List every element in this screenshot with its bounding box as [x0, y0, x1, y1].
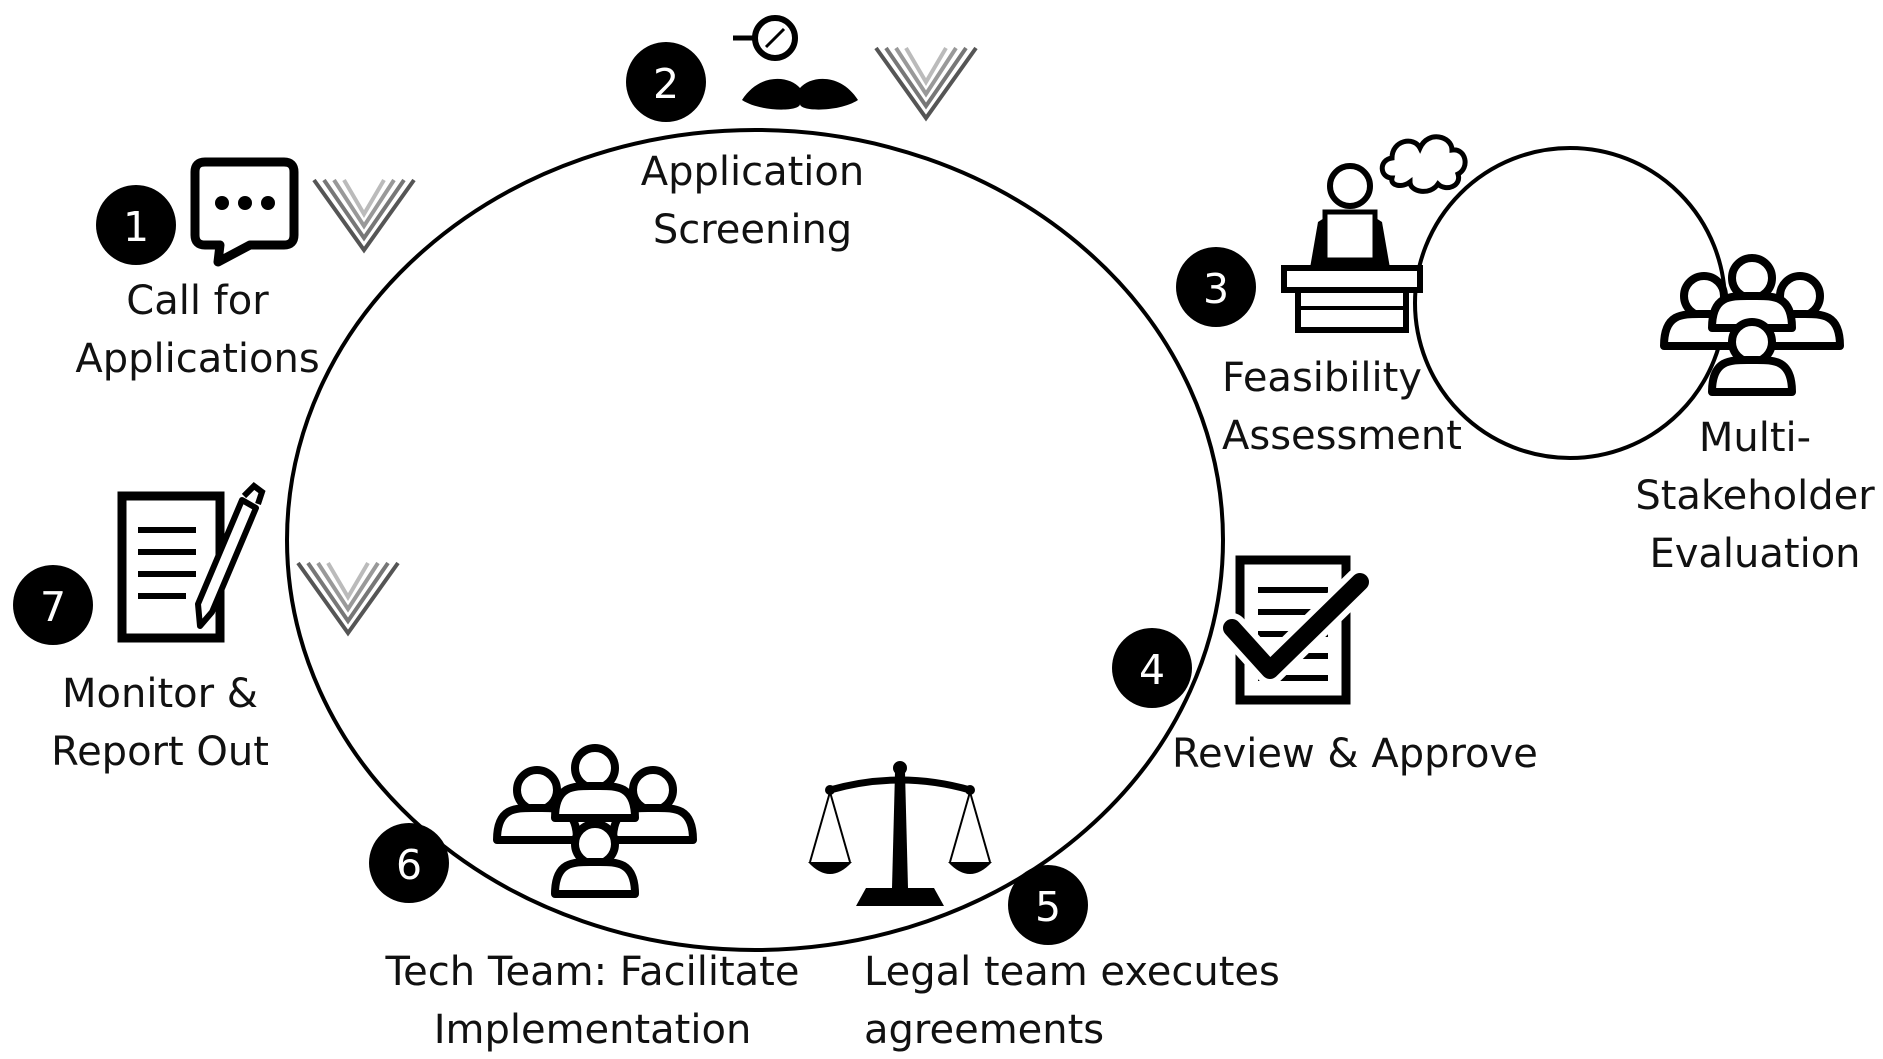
step-label-7: Monitor & Report Out: [30, 665, 290, 781]
step-6: 6: [369, 748, 693, 903]
step-badge-4: 4: [1112, 628, 1192, 708]
svg-text:2: 2: [653, 60, 679, 108]
svg-text:5: 5: [1035, 883, 1061, 931]
step-label-line: Assessment: [1222, 413, 1462, 459]
step-label-line: Report Out: [51, 729, 269, 775]
step-label-line: Review & Approve: [1172, 731, 1538, 777]
step-badge-5: 5: [1008, 865, 1088, 945]
step-badge-3: 3: [1176, 247, 1256, 327]
step-badge-2: 2: [626, 42, 706, 122]
step-badge-6: 6: [369, 823, 449, 903]
step-3: 3: [1176, 134, 1468, 333]
step-label-5: Legal team executes agreements: [864, 943, 1284, 1059]
person-at-desk-icon: [1281, 134, 1468, 333]
step-label-3: Feasibility Assessment: [1222, 349, 1482, 465]
step-label-2: Application Screening: [625, 143, 880, 259]
step-badge-1: 1: [96, 185, 176, 265]
step-label-line: Screening: [652, 207, 853, 253]
step-label-line: Monitor &: [62, 671, 258, 717]
checklist-icon: [1217, 555, 1375, 705]
step-2: 2: [626, 15, 978, 122]
step-1: 1: [96, 157, 416, 267]
svg-text:3: 3: [1203, 265, 1229, 313]
chat-bubble-icon: [190, 157, 299, 267]
step-badge-7: 7: [13, 565, 93, 645]
step-label-line: Application: [640, 149, 865, 195]
team-icon: [497, 748, 693, 894]
step-label-line: Call for: [126, 278, 269, 324]
step-label-6: Tech Team: Facilitate Implementation: [380, 943, 805, 1059]
step-label-line: agreements: [864, 1007, 1105, 1053]
step-label-line: Implementation: [433, 1007, 752, 1053]
step-label-line: Tech Team: Facilitate: [385, 949, 800, 995]
step-label-1: Call for Applications: [70, 272, 325, 388]
svg-text:1: 1: [123, 203, 149, 251]
organization-logo-icon: [874, 46, 978, 120]
scales-icon: [808, 761, 992, 906]
side-process-label-line: Stakeholder: [1635, 473, 1875, 519]
step-4: 4: [1112, 555, 1375, 708]
side-process-label-line: Multi-: [1698, 415, 1812, 461]
step-5: 5: [808, 761, 1088, 945]
step-label-line: Applications: [75, 336, 320, 382]
stakeholder-group-icon: [1664, 258, 1840, 392]
step-label-line: Feasibility: [1222, 355, 1422, 401]
step-label-line: Legal team executes: [864, 949, 1280, 995]
step-label-4: Review & Approve: [1172, 725, 1572, 783]
monocle-mustache-icon: [733, 15, 858, 110]
svg-text:7: 7: [40, 583, 66, 631]
svg-text:6: 6: [396, 841, 422, 889]
process-cycle-ellipse: [285, 128, 1225, 952]
svg-text:4: 4: [1139, 646, 1165, 694]
organization-logo-icon: [312, 178, 416, 252]
side-process-label: Multi- Stakeholder Evaluation: [1630, 409, 1880, 583]
side-process-label-line: Evaluation: [1649, 531, 1861, 577]
document-pen-icon: [117, 482, 266, 643]
organization-logo-icon: [296, 561, 400, 635]
step-7: 7: [13, 482, 400, 645]
